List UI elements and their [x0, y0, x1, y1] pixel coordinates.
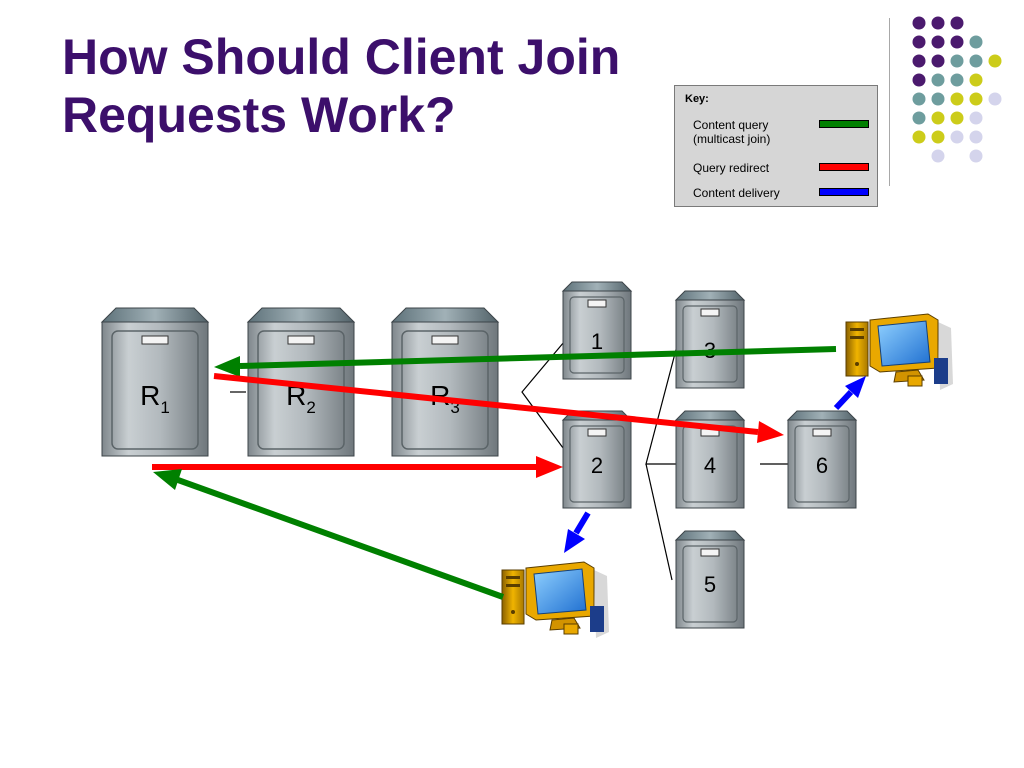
server-r1-letter: R	[140, 380, 160, 411]
dots-row-7	[912, 130, 983, 144]
server-4: 4	[675, 410, 745, 509]
dots-row-2	[912, 35, 983, 49]
server-5: 5	[675, 530, 745, 629]
server-2: 2	[562, 410, 632, 509]
legend-item-query-redirect: Query redirect	[693, 161, 769, 175]
server-r3: R3	[391, 307, 499, 457]
server-1-label: 1	[591, 329, 603, 354]
legend-item-content-query: Content query (multicast join)	[693, 118, 770, 146]
legend-item-content-delivery: Content delivery	[693, 186, 780, 200]
server-5-label: 5	[704, 572, 716, 597]
link-3-2-4	[645, 341, 679, 465]
legend-label: Query redirect	[693, 161, 770, 175]
legend-swatch-blue	[819, 188, 869, 196]
dots-row-5	[912, 92, 1002, 106]
dots-row-6	[912, 111, 983, 125]
svg-text:R1: R1	[140, 380, 170, 417]
server-4-label: 4	[704, 453, 716, 478]
server-2-label: 2	[591, 453, 603, 478]
dots-row-1	[912, 16, 964, 30]
slide-title: How Should Client Join Requests Work?	[62, 28, 620, 144]
server-r3-letter: R	[430, 380, 450, 411]
legend-swatch-green	[819, 120, 869, 128]
server-6: 6	[787, 410, 857, 509]
client-computer-bottom-icon	[501, 561, 610, 639]
legend-label: Content query	[693, 118, 769, 132]
title-line-2: Requests Work?	[62, 87, 456, 143]
decorative-dot-grid	[912, 16, 1002, 163]
legend-swatch-red	[819, 163, 869, 171]
title-line-1: How Should Client Join	[62, 29, 621, 85]
arrow-query-redirect-r1-to-6	[213, 373, 784, 443]
server-r3-sub: 3	[450, 398, 459, 417]
dots-row-3	[912, 54, 1002, 68]
server-6-label: 6	[816, 453, 828, 478]
legend-key-label: Key:	[685, 93, 709, 105]
server-1: 1	[562, 281, 632, 380]
decorative-divider	[889, 18, 890, 186]
arrow-content-delivery-6	[833, 376, 866, 411]
arrow-query-redirect-r1-to-2	[152, 456, 563, 478]
dots-row-4	[912, 73, 983, 87]
legend-label: Content delivery	[693, 186, 780, 200]
svg-text:R3: R3	[430, 380, 460, 417]
arrow-content-query-bottom	[153, 469, 505, 600]
server-r1: R1	[101, 307, 209, 457]
dots-row-8	[931, 149, 983, 163]
legend-box: Key: Content query (multicast join) Quer…	[674, 85, 878, 207]
legend-label-line-2: (multicast join)	[693, 132, 771, 146]
server-r2-sub: 2	[306, 398, 315, 417]
arrow-content-query-top	[214, 346, 837, 377]
link-2-5	[645, 463, 673, 581]
server-r1-sub: 1	[160, 398, 169, 417]
server-3: 3	[675, 290, 745, 389]
arrow-content-delivery-2	[564, 511, 591, 553]
